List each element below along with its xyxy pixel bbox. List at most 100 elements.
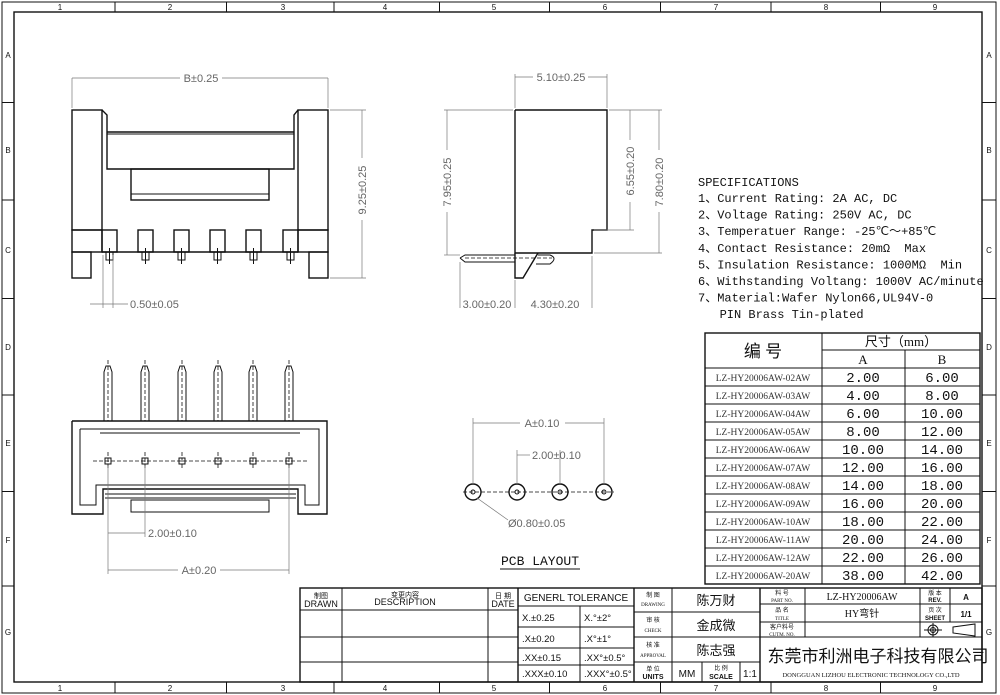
a-value-cell: 4.00 bbox=[846, 389, 880, 405]
part-number-cell: LZ-HY20006AW-20AW bbox=[716, 572, 811, 582]
title-block: 制图 DRAWN 变更内容 DESCRIPTION 日 期 DATE GENER… bbox=[299, 587, 989, 683]
approval-label: APPROVAL bbox=[640, 654, 666, 659]
units-label: UNITS bbox=[643, 674, 664, 681]
a-value-cell: 6.00 bbox=[846, 407, 880, 423]
total-height-dimension: 7.95±0.25 bbox=[442, 158, 454, 207]
column-marker: 8 bbox=[824, 3, 829, 12]
description-cn-label: 变更内容 bbox=[391, 590, 419, 599]
linear-tolerance: X.±0.25 bbox=[522, 613, 555, 624]
row-marker: C bbox=[5, 246, 11, 255]
a-value-cell: 22.00 bbox=[842, 551, 884, 567]
row-marker: B bbox=[986, 146, 991, 155]
cutm-cn-label: 客户料号 bbox=[770, 623, 794, 631]
spec-item: 7、Material:Wafer Nylon66,UL94V-0 bbox=[698, 292, 933, 306]
a-value-cell: 2.00 bbox=[846, 371, 880, 387]
a-value-cell: 12.00 bbox=[842, 461, 884, 477]
a-value-cell: 16.00 bbox=[842, 497, 884, 513]
column-marker: 5 bbox=[492, 3, 497, 12]
row-marker: B bbox=[5, 146, 10, 155]
row-marker: G bbox=[5, 628, 11, 637]
cutm-label: CUTM. NO. bbox=[769, 633, 794, 638]
column-marker: 4 bbox=[383, 684, 388, 693]
part-number-cell: LZ-HY20006AW-11AW bbox=[716, 536, 810, 546]
column-marker: 2 bbox=[168, 684, 173, 693]
date-label: DATE bbox=[491, 599, 514, 609]
angular-tolerance: .X°±1° bbox=[584, 634, 611, 645]
tolerance-title: GENERL TOLERANCE bbox=[524, 593, 629, 604]
specifications: SPECIFICATIONS 1、Current Rating: 2A AC, … bbox=[698, 176, 984, 322]
part-number-cell: LZ-HY20006AW-07AW bbox=[716, 464, 811, 474]
column-marker: 3 bbox=[281, 3, 286, 12]
row-marker: A bbox=[986, 51, 992, 60]
step-height-dimension: 6.55±0.20 bbox=[625, 147, 637, 196]
approval-cn-label: 核 准 bbox=[646, 641, 660, 649]
column-marker: 4 bbox=[383, 3, 388, 12]
drawing-label: DRAWING bbox=[641, 603, 665, 608]
body-height-dimension: 7.80±0.20 bbox=[654, 158, 666, 207]
rev-cn-label: 版 本 bbox=[928, 589, 942, 597]
part-no-cn-label: 料 号 bbox=[775, 589, 789, 597]
column-a-header: A bbox=[858, 352, 868, 367]
drawn-label: DRAWN bbox=[304, 599, 338, 609]
column-b-header: B bbox=[938, 352, 947, 367]
row-marker: G bbox=[986, 628, 992, 637]
spec-item: 3、Temperatuer Range: -25℃～+85℃ bbox=[698, 225, 936, 239]
drawn-cn-label: 制图 bbox=[314, 591, 328, 600]
part-number-cell: LZ-HY20006AW-02AW bbox=[716, 374, 811, 384]
title-value: HY弯针 bbox=[845, 607, 879, 620]
column-marker: 2 bbox=[168, 3, 173, 12]
row-marker: D bbox=[5, 343, 11, 352]
check-label: CHECK bbox=[645, 629, 662, 634]
scale-value: 1:1 bbox=[743, 669, 757, 680]
side-view: 5.10±0.25 7.95±0.25 6.55±0.20 7.80±0.20 … bbox=[442, 72, 666, 311]
inner-frame bbox=[13, 11, 983, 683]
drawing-cn-label: 制 图 bbox=[646, 591, 660, 599]
pcb-pitch-dimension: 2.00±0.10 bbox=[532, 450, 581, 462]
b-value-cell: 6.00 bbox=[925, 371, 959, 387]
a-value-cell: 20.00 bbox=[842, 533, 884, 549]
angular-tolerance: .XXX°±0.5° bbox=[584, 669, 632, 680]
part-number-cell: LZ-HY20006AW-05AW bbox=[716, 428, 811, 438]
approval-name: 陈志强 bbox=[696, 643, 735, 658]
depth-dimension: 5.10±0.25 bbox=[537, 72, 586, 84]
pin-width-dimension: 0.50±0.05 bbox=[130, 299, 179, 311]
check-name: 金成微 bbox=[696, 618, 735, 633]
part-number-cell: LZ-HY20006AW-09AW bbox=[716, 500, 811, 510]
row-marker: E bbox=[986, 439, 991, 448]
table-row: LZ-HY20006AW-02AW 2.00 6.00 bbox=[716, 371, 959, 387]
width-dimension: B±0.25 bbox=[184, 73, 219, 85]
b-value-cell: 42.00 bbox=[921, 569, 963, 585]
row-marker: C bbox=[986, 246, 992, 255]
part-number-cell: LZ-HY20006AW-04AW bbox=[716, 410, 811, 420]
spec-item: 2、Voltage Rating: 250V AC, DC bbox=[698, 209, 912, 223]
column-marker: 1 bbox=[58, 3, 63, 12]
b-value-cell: 10.00 bbox=[921, 407, 963, 423]
height-dimension: 9.25±0.25 bbox=[357, 166, 369, 215]
spec-item: 6、Withstanding Voltang: 1000V AC/minute bbox=[698, 275, 984, 289]
projection-symbol-icon bbox=[924, 623, 976, 637]
rev-value: A bbox=[963, 593, 969, 602]
check-cn-label: 审 核 bbox=[646, 616, 660, 624]
part-number-header: 编 号 bbox=[744, 342, 782, 361]
a-value-cell: 10.00 bbox=[842, 443, 884, 459]
top-view: 2.00±0.10 A±0.20 bbox=[71, 360, 328, 577]
part-no-label: PART NO. bbox=[771, 599, 793, 604]
hole-diameter-dimension: Ø0.80±0.05 bbox=[508, 518, 565, 530]
part-number-cell: LZ-HY20006AW-10AW bbox=[716, 518, 811, 528]
row-marker: A bbox=[5, 51, 11, 60]
spec-item: 5、Insulation Resistance: 1000MΩ Min bbox=[698, 258, 962, 272]
row-marker: D bbox=[986, 343, 992, 352]
units-value: MM bbox=[679, 669, 696, 680]
b-value-cell: 22.00 bbox=[921, 515, 963, 531]
